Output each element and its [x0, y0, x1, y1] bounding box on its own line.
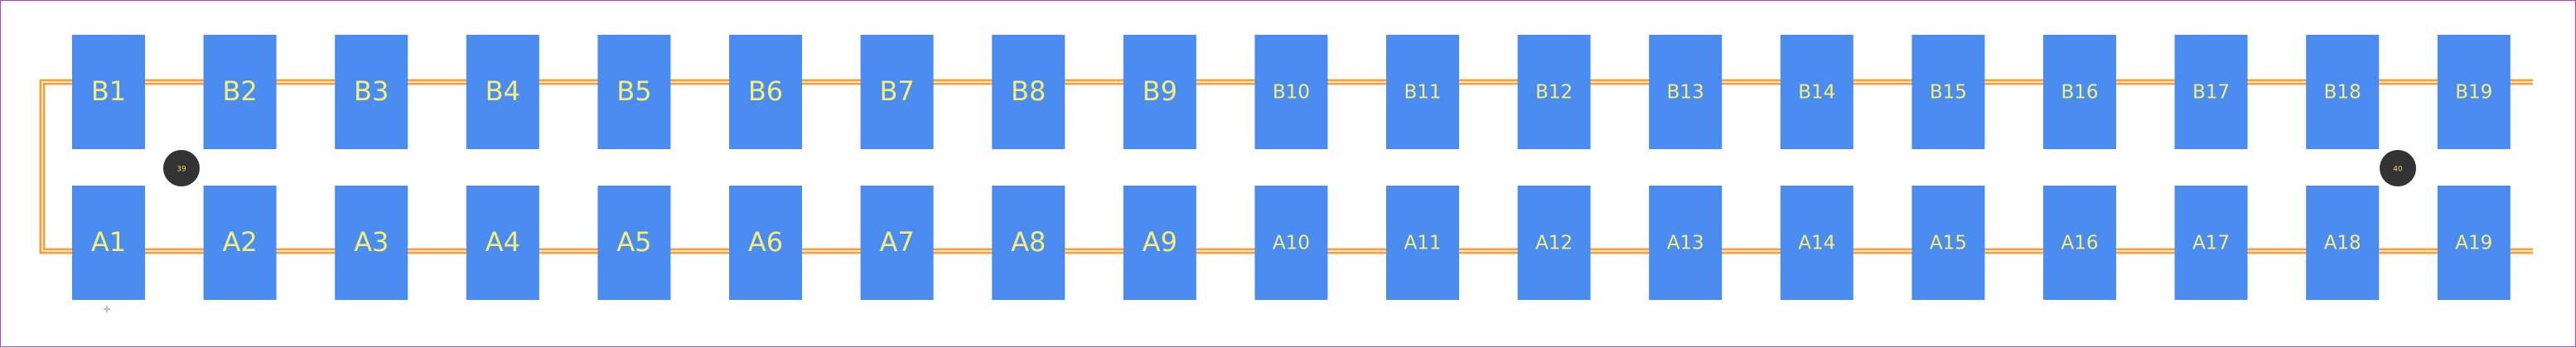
pad-label: B5: [616, 75, 651, 107]
pad-b1: [72, 35, 145, 149]
pad-label: B3: [354, 75, 389, 107]
pad-label: A7: [879, 226, 914, 258]
pad-a6: [729, 186, 802, 300]
pad-b14: [1780, 35, 1853, 149]
pad-label: B10: [1273, 82, 1310, 104]
pad-label: B13: [1667, 82, 1704, 104]
pad-b6: [729, 35, 802, 149]
pad-label: A2: [222, 226, 257, 258]
pad-a12: [1517, 186, 1591, 300]
pad-b2: [203, 35, 277, 149]
pad-b5: [597, 35, 671, 149]
pad-label: B6: [748, 75, 783, 107]
pad-b10: [1254, 35, 1328, 149]
pad-b11: [1386, 35, 1459, 149]
pad-label: B8: [1011, 75, 1046, 107]
pad-label: A3: [354, 226, 389, 258]
pad-label: A5: [616, 226, 651, 258]
pad-b3: [335, 35, 408, 149]
mounting-hole: [2380, 150, 2416, 186]
pad-label: A11: [1404, 233, 1441, 254]
mounting-hole-label: 40: [2393, 166, 2403, 174]
pad-label: A10: [1273, 233, 1310, 254]
pad-a15: [1911, 186, 1985, 300]
pad-label: A8: [1011, 226, 1046, 258]
pad-label: B1: [91, 75, 126, 107]
pad-label: B7: [879, 75, 914, 107]
holes-layer: 39 40: [163, 150, 2416, 186]
pad-a7: [860, 186, 934, 300]
pad-label: B16: [2061, 82, 2098, 104]
pad-a1: [72, 186, 145, 300]
pad-label: B18: [2324, 82, 2361, 104]
pad-b9: [1123, 35, 1196, 149]
pad-label: B2: [222, 75, 257, 107]
pad-a8: [992, 186, 1066, 300]
pad-label: B12: [1535, 82, 1573, 104]
pad-label: A13: [1667, 233, 1704, 254]
pad-label: B19: [2455, 82, 2492, 104]
pad-a11: [1386, 186, 1459, 300]
pad-label: B11: [1404, 82, 1441, 104]
pad-a5: [597, 186, 671, 300]
pad-a19: [2437, 186, 2511, 300]
pad-label: A12: [1535, 233, 1573, 254]
pad-b7: [860, 35, 934, 149]
pad-label: A14: [1798, 233, 1835, 254]
pad-label: A4: [486, 226, 520, 258]
pad-label: A16: [2061, 233, 2098, 254]
pad-label: A15: [1930, 233, 1967, 254]
mounting-hole-label: 39: [176, 166, 186, 174]
pad-b12: [1517, 35, 1591, 149]
pad-label: A6: [748, 226, 783, 258]
pad-a3: [335, 186, 408, 300]
pad-label: B4: [486, 75, 520, 107]
pad-label: B9: [1143, 75, 1177, 107]
pad-a10: [1254, 186, 1328, 300]
pad-a17: [2174, 186, 2248, 300]
pad-b19: [2437, 35, 2511, 149]
pad-label: A17: [2192, 233, 2230, 254]
pad-b17: [2174, 35, 2248, 149]
pad-a16: [2043, 186, 2116, 300]
pad-label: A18: [2324, 233, 2361, 254]
pad-b4: [466, 35, 539, 149]
pad-a18: [2306, 186, 2380, 300]
pad-a14: [1780, 186, 1853, 300]
pad-b18: [2306, 35, 2380, 149]
pad-a9: [1123, 186, 1196, 300]
pad-b8: [992, 35, 1066, 149]
origin-marker: [104, 306, 110, 312]
pad-label: A1: [91, 226, 126, 258]
pads-layer: B1 B2 B3 B4 B5 B6 B7 B8 B9 B10 B11 B12 B13 B14 B15 B16 B…: [72, 35, 2511, 300]
pad-label: B15: [1930, 82, 1967, 104]
pad-label: A19: [2455, 233, 2492, 254]
pad-b16: [2043, 35, 2116, 149]
mounting-hole: [163, 150, 200, 186]
pad-a13: [1649, 186, 1723, 300]
pad-b13: [1649, 35, 1723, 149]
pad-a4: [466, 186, 539, 300]
pad-label: A9: [1143, 226, 1177, 258]
pad-label: B14: [1798, 82, 1835, 104]
pad-label: B17: [2192, 82, 2230, 104]
pad-b15: [1911, 35, 1985, 149]
pad-a2: [203, 186, 277, 300]
